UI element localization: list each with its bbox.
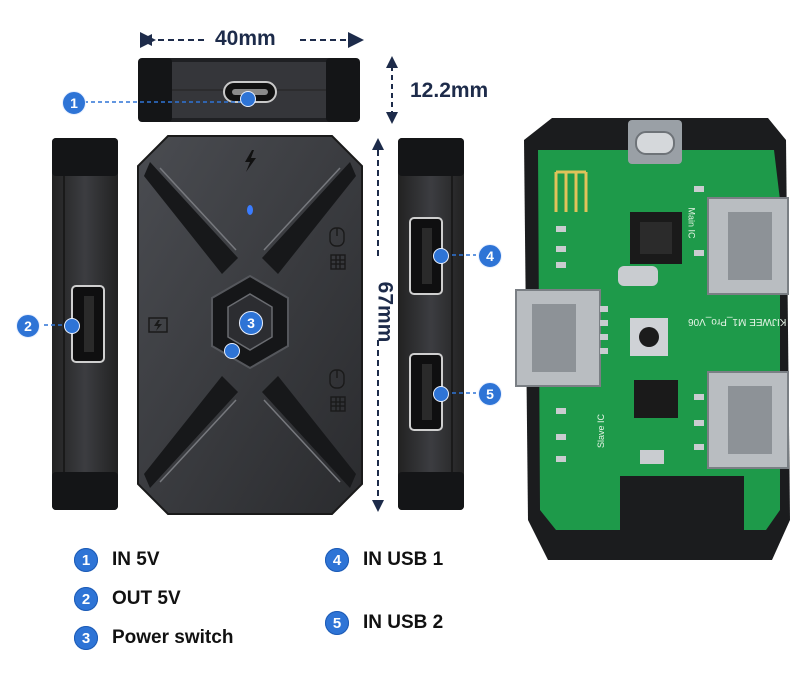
led-indicator — [247, 205, 253, 215]
width-label: 40mm — [215, 27, 276, 50]
callout-4: 4 — [478, 244, 502, 268]
legend-badge-1: 1 — [74, 548, 98, 572]
legend-item-2: 2 OUT 5V — [74, 584, 181, 614]
length-label: 67mm — [373, 281, 397, 343]
callout-dot-4 — [433, 248, 449, 264]
legend-item-3: 3 Power switch — [74, 623, 233, 653]
height-label: 12.2mm — [410, 79, 489, 102]
right-side-view — [398, 138, 464, 510]
left-side-view — [52, 138, 118, 510]
mouse-keyboard-icon-2 — [329, 369, 346, 412]
callout-dot-1 — [240, 91, 256, 107]
callout-dot-5 — [433, 386, 449, 402]
legend-badge-2: 2 — [74, 587, 98, 611]
legend-label-1: IN 5V — [112, 549, 160, 570]
legend-badge-5: 5 — [325, 611, 349, 635]
pcb-slave-ic-text: Slave IC — [596, 413, 607, 449]
legend-label-5: IN USB 2 — [363, 612, 444, 633]
callout-1: 1 — [62, 91, 86, 115]
width-dimension-arrow — [140, 32, 364, 48]
pcb-view — [515, 118, 790, 560]
legend-badge-4: 4 — [325, 548, 349, 572]
callout-2: 2 — [16, 314, 40, 338]
legend-label-3: Power switch — [112, 627, 234, 648]
callout-5: 5 — [478, 382, 502, 406]
mouse-keyboard-icon-1 — [329, 227, 346, 270]
charge-icon — [148, 317, 168, 333]
legend-item-1: 1 IN 5V — [74, 545, 160, 575]
callout-dot-2 — [64, 318, 80, 334]
length-dimension-arrow — [372, 138, 384, 512]
legend-item-5: 5 IN USB 2 — [325, 608, 443, 638]
callout-dot-3 — [224, 343, 240, 359]
legend-badge-3: 3 — [74, 626, 98, 650]
pcb-model-text: KIJWEE M1_Pro_V06 — [688, 316, 787, 327]
height-dimension-arrow — [386, 56, 398, 124]
pcb-main-ic-text: Main IC — [686, 207, 697, 239]
legend-label-2: OUT 5V — [112, 588, 181, 609]
callout-3: 3 — [239, 311, 263, 335]
top-view — [138, 58, 360, 122]
legend-label-4: IN USB 1 — [363, 549, 444, 570]
lightning-icon — [245, 150, 256, 172]
legend-item-4: 4 IN USB 1 — [325, 545, 443, 575]
